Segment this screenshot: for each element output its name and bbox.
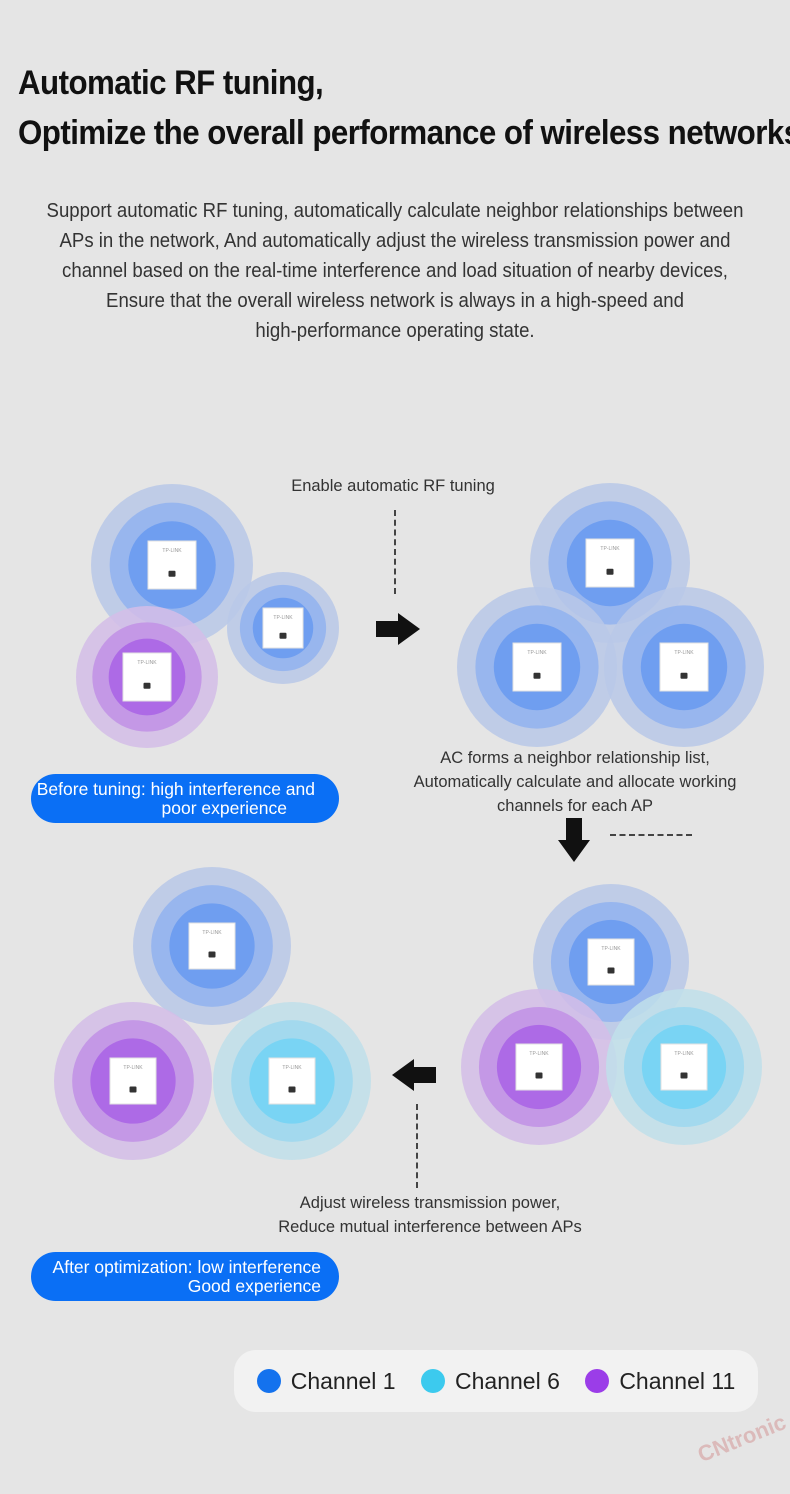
dashed-connector [394, 510, 396, 594]
step-ac-caption: AC forms a neighbor relationship list, A… [380, 746, 770, 818]
channel-6-dot [421, 1369, 446, 1393]
page-title: Automatic RF tuning, Optimize the overal… [18, 58, 790, 158]
step-enable-caption: Enable automatic RF tuning [291, 477, 495, 495]
step-ac-line: Automatically calculate and allocate wor… [413, 773, 737, 791]
description-line: high-performance operating state. [255, 320, 535, 342]
legend-item-channel-1: Channel 1 [256, 1367, 396, 1395]
ap-brand-label: TP-LINK [137, 660, 157, 666]
legend-label: Channel 11 [619, 1367, 736, 1394]
access-point: TP-LINK [213, 1002, 371, 1160]
step-adjust-line: Reduce mutual interference between APs [278, 1218, 582, 1236]
ap-brand-label: TP-LINK [527, 650, 547, 656]
access-point: TP-LINK [91, 484, 253, 646]
dashed-connector [610, 834, 692, 836]
before-tuning-line: Before tuning: high interference and [36, 779, 315, 799]
ap-brand-label: TP-LINK [123, 1065, 143, 1071]
ap-brand-label: TP-LINK [273, 615, 293, 621]
step-adjust-line: Adjust wireless transmission power, [299, 1194, 561, 1212]
left-arrow-icon [392, 1059, 436, 1091]
ap-brand-label: TP-LINK [601, 946, 621, 952]
after-optimization-line: After optimization: low interference [52, 1257, 321, 1277]
after-optimization-badge: After optimization: low interference Goo… [31, 1252, 339, 1301]
before-tuning-line: poor experience [161, 798, 288, 818]
ap-brand-label: TP-LINK [600, 546, 620, 552]
access-point: TP-LINK [227, 572, 339, 684]
description: Support automatic RF tuning, automatical… [0, 196, 790, 346]
dashed-connector [416, 1104, 418, 1188]
title-line-1: Automatic RF tuning, [18, 64, 324, 102]
legend-item-channel-6: Channel 6 [421, 1368, 560, 1395]
step-adjust-caption: Adjust wireless transmission power, Redu… [250, 1191, 610, 1239]
legend-label: Channel 1 [290, 1367, 396, 1394]
legend-label: Channel 6 [455, 1367, 560, 1394]
access-point: TP-LINK [461, 989, 617, 1145]
channel-legend: Channel 1 Channel 6 Channel 11 [234, 1350, 758, 1412]
step-ac-line: AC forms a neighbor relationship list, [440, 749, 710, 767]
ap-brand-label: TP-LINK [529, 1051, 549, 1057]
channel-1-dot [256, 1369, 281, 1393]
channel-11-dot [585, 1369, 610, 1393]
down-arrow-icon [558, 818, 590, 862]
access-point: TP-LINK [133, 867, 291, 1025]
access-point: TP-LINK [457, 587, 617, 747]
description-line: APs in the network, And automatically ad… [59, 230, 731, 252]
right-arrow-icon [376, 613, 420, 645]
title-line-2: Optimize the overall performance of wire… [18, 114, 790, 152]
ap-brand-label: TP-LINK [674, 1051, 694, 1057]
step-ac-line: channels for each AP [497, 797, 653, 815]
access-point: TP-LINK [76, 606, 218, 748]
description-line: Ensure that the overall wireless network… [106, 290, 684, 312]
ap-brand-label: TP-LINK [202, 930, 222, 936]
after-optimization-line: Good experience [187, 1276, 321, 1296]
before-tuning-badge: Before tuning: high interference and poo… [31, 774, 339, 823]
description-line: channel based on the real-time interfere… [62, 260, 728, 282]
ap-brand-label: TP-LINK [162, 548, 182, 554]
ap-brand-label: TP-LINK [282, 1065, 302, 1071]
access-point: TP-LINK [604, 587, 764, 747]
ap-brand-label: TP-LINK [674, 650, 694, 656]
access-point: TP-LINK [606, 989, 762, 1145]
legend-item-channel-11: Channel 11 [585, 1368, 735, 1395]
description-line: Support automatic RF tuning, automatical… [46, 200, 744, 222]
access-point: TP-LINK [54, 1002, 212, 1160]
